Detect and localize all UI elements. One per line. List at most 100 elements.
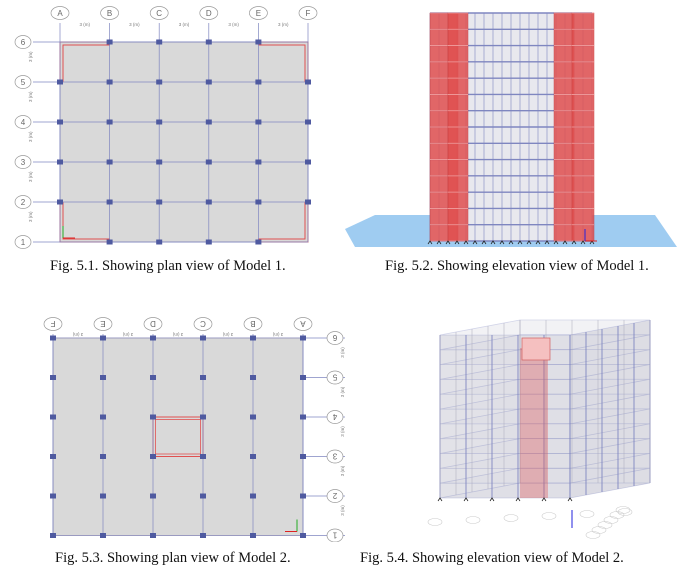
support-symbol: [535, 240, 541, 245]
grid-bubble-label: C: [156, 9, 162, 18]
dimension-label: 3 (m): [72, 332, 83, 337]
grid-bubble-label: A: [57, 9, 63, 18]
grid-bubble-label: E: [100, 319, 105, 328]
grid-bubble-label: D: [150, 319, 156, 328]
floor-slab: [59, 41, 309, 243]
column-marker: [106, 119, 113, 125]
support-symbol: [562, 240, 568, 245]
grid-bubble: [617, 508, 633, 516]
dimension-label: 3 (m): [28, 211, 33, 222]
grid-bubble-label: 6: [21, 38, 26, 47]
column-marker: [205, 159, 212, 165]
grid-bubble: [597, 521, 613, 529]
column-marker: [100, 335, 106, 341]
support-symbol: [517, 240, 523, 245]
support-symbol: [544, 240, 550, 245]
column-marker: [205, 119, 212, 125]
column-marker: [50, 454, 56, 459]
grid-bubble-column: [100, 6, 119, 20]
grid-bubble-label: 6: [332, 333, 337, 342]
support-symbol: [427, 240, 433, 245]
grid-bubble-label: 1: [21, 238, 26, 247]
column-marker: [57, 79, 63, 85]
grid-bubble-row: [14, 35, 32, 49]
support-symbol: [463, 240, 469, 245]
column-marker: [57, 159, 63, 165]
grid-bubble-column: [199, 6, 219, 20]
column-marker: [50, 533, 56, 538]
grid-bubble-label: B: [107, 9, 112, 18]
grid-bubble-label: 5: [332, 373, 337, 382]
grid-bubble-label: 2: [332, 491, 337, 500]
grid-bubble-row: [14, 195, 32, 209]
dimension-label: 3 (m): [340, 465, 345, 476]
grid-bubble-label: 4: [332, 412, 337, 421]
column-marker: [250, 375, 256, 380]
grid-bubble: [579, 510, 595, 518]
column-marker: [100, 454, 106, 459]
column-marker: [150, 335, 156, 341]
grid-bubble: [603, 516, 619, 524]
dimension-label: 3 (m): [129, 22, 140, 27]
column-marker: [305, 79, 311, 85]
grid-bubble-label: F: [50, 319, 55, 328]
grid-bubble-row: [326, 331, 344, 345]
grid-bubble: [591, 526, 607, 534]
grid-bubble-column: [243, 317, 263, 331]
grid-bubble: [465, 516, 481, 524]
column-marker: [300, 375, 306, 380]
grid-bubble-label: 3: [21, 158, 26, 167]
support-symbol: [489, 497, 495, 502]
column-marker: [255, 199, 262, 205]
support-symbol: [541, 497, 547, 502]
column-marker: [305, 199, 311, 205]
grid-bubble-label: B: [250, 319, 255, 328]
support-symbol: [481, 240, 487, 245]
grid-bubble-row: [14, 115, 32, 129]
column-marker: [255, 39, 262, 45]
grid-bubble: [585, 531, 601, 539]
column-marker: [156, 239, 163, 245]
dimension-label: 3 (m): [272, 332, 283, 337]
support-symbol: [454, 240, 460, 245]
column-marker: [205, 79, 212, 85]
column-marker: [57, 119, 63, 125]
grid-bubble-column: [298, 6, 318, 20]
column-marker: [156, 159, 163, 165]
column-marker: [250, 533, 256, 538]
column-marker: [300, 493, 306, 499]
grid-bubble-row: [326, 410, 344, 424]
grid-bubble-column: [143, 317, 163, 331]
column-marker: [200, 335, 206, 341]
column-marker: [255, 239, 262, 245]
shear-wall-line: [258, 202, 306, 240]
grid-bubble-row: [326, 449, 344, 464]
column-marker: [150, 454, 156, 459]
column-marker: [305, 119, 311, 125]
column-marker: [305, 159, 311, 165]
front-face: [440, 335, 570, 498]
grid-bubble-row: [14, 75, 32, 89]
column-marker: [250, 454, 256, 459]
grid-bubble: [541, 512, 557, 520]
grid-bubble-label: F: [306, 9, 311, 18]
support-symbol: [567, 497, 573, 502]
dimension-label: 3 (m): [340, 386, 345, 397]
caption-fig-5-2: Fig. 5.2. Showing elevation view of Mode…: [385, 258, 649, 274]
shear-wall-core: [520, 348, 548, 498]
column-marker: [156, 199, 163, 205]
support-symbol: [437, 497, 443, 502]
column-marker: [250, 335, 256, 341]
support-symbol: [526, 240, 532, 245]
column-marker: [100, 533, 106, 538]
column-marker: [100, 414, 106, 420]
column-marker: [100, 375, 106, 380]
grid-bubble-row: [326, 489, 344, 503]
column-marker: [50, 335, 56, 341]
elevation-view-model-2: [427, 319, 651, 539]
dimension-label: 3 (m): [340, 347, 345, 358]
caption-fig-5-1: Fig. 5.1. Showing plan view of Model 1.: [50, 258, 286, 274]
grid-bubble-row: [14, 155, 32, 169]
elevation-view-model-1: [345, 12, 677, 247]
